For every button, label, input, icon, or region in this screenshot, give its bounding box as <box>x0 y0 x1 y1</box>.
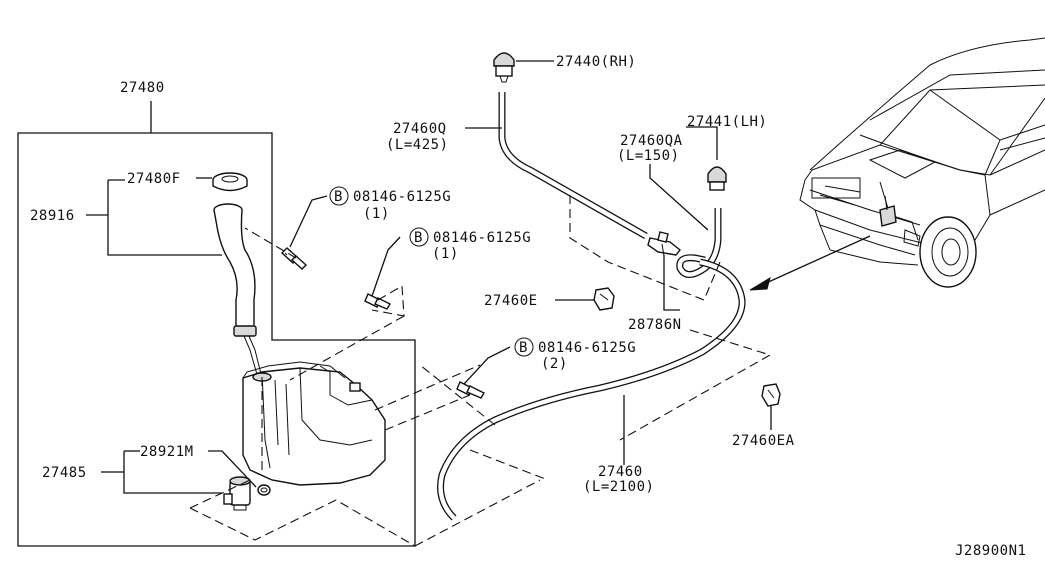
bolt-c-prefix: B <box>519 340 528 356</box>
clip-27460EA <box>761 383 781 407</box>
leader-28921M <box>208 450 257 488</box>
label-27480F: 27480F <box>127 171 181 187</box>
label-27485: 27485 <box>42 465 87 481</box>
label-27460Q: 27460Q <box>393 121 447 137</box>
leader-28786N <box>663 255 680 311</box>
install-line-clip-ea <box>619 329 772 441</box>
label-bolt-a-qty: (1) <box>363 206 390 222</box>
label-27460QA: 27460QA <box>620 133 683 149</box>
leader-27460QA <box>649 164 709 231</box>
bolt-b-prefix: B <box>414 230 423 246</box>
reservoir-group-outline <box>17 132 416 547</box>
leader-bolt-a <box>289 195 328 248</box>
hose-27460Q <box>498 92 648 240</box>
label-27460E: 27460E <box>484 293 538 309</box>
label-27460EA: 27460EA <box>732 433 795 449</box>
label-27460Q-len: (L=425) <box>386 137 449 153</box>
install-line-bolt-b <box>371 285 405 317</box>
bolt-a-prefix: B <box>334 189 343 205</box>
install-line-hose-tank <box>419 364 496 426</box>
install-line-bolt-a <box>244 227 297 259</box>
label-27460: 27460 <box>598 464 643 480</box>
install-line-hose-end <box>414 479 541 547</box>
clip-27460E <box>593 287 615 311</box>
bolt-a <box>280 247 308 270</box>
leader-27485-bracket <box>123 451 222 494</box>
label-27440: 27440(RH) <box>556 54 636 70</box>
diagram-code: J28900N1 <box>955 543 1026 559</box>
bolt-c-marker <box>514 337 534 357</box>
install-line-bolt-b-2 <box>289 315 405 381</box>
leader-bolt-b <box>371 236 401 297</box>
leader-28916-bracket <box>107 180 222 256</box>
install-line-pump-2 <box>189 479 251 509</box>
bolt-b <box>364 293 391 310</box>
install-line-pump <box>189 499 416 547</box>
label-bolt-a: 08146-6125G <box>353 189 451 205</box>
install-line-hose-mid <box>469 449 549 481</box>
label-bolt-b-qty: (1) <box>432 246 459 262</box>
label-28921M: 28921M <box>140 444 194 460</box>
label-bolt-c-qty: (2) <box>541 356 568 372</box>
filler-neck <box>213 203 263 379</box>
bolt-b-marker <box>409 227 429 247</box>
location-arrow <box>763 235 871 285</box>
washer-pump <box>223 476 251 511</box>
check-valve <box>647 231 681 257</box>
filler-cap <box>212 172 248 192</box>
label-27480: 27480 <box>120 80 165 96</box>
label-bolt-c: 08146-6125G <box>538 340 636 356</box>
label-27441: 27441(LH) <box>687 114 767 130</box>
reservoir-tank <box>242 361 386 486</box>
pump-grommet <box>257 484 271 496</box>
install-line-bolt-c-2 <box>384 394 471 431</box>
label-27460-len: (L=2100) <box>583 479 654 495</box>
bolt-a-marker <box>329 186 349 206</box>
leader-27441 <box>686 126 718 160</box>
washer-nozzle-rh <box>493 52 515 83</box>
vehicle-illustration <box>799 37 1045 288</box>
location-arrowhead <box>749 276 771 291</box>
leader-bolt-c <box>463 346 511 385</box>
washer-nozzle-lh <box>707 166 727 191</box>
label-bolt-b: 08146-6125G <box>433 230 531 246</box>
label-28786N: 28786N <box>628 317 682 333</box>
label-27460QA-len: (L=150) <box>617 148 680 164</box>
install-line-clip-e <box>569 195 721 301</box>
label-28916: 28916 <box>30 208 75 224</box>
bolt-c <box>456 381 485 399</box>
install-line-bolt-c <box>374 364 481 411</box>
